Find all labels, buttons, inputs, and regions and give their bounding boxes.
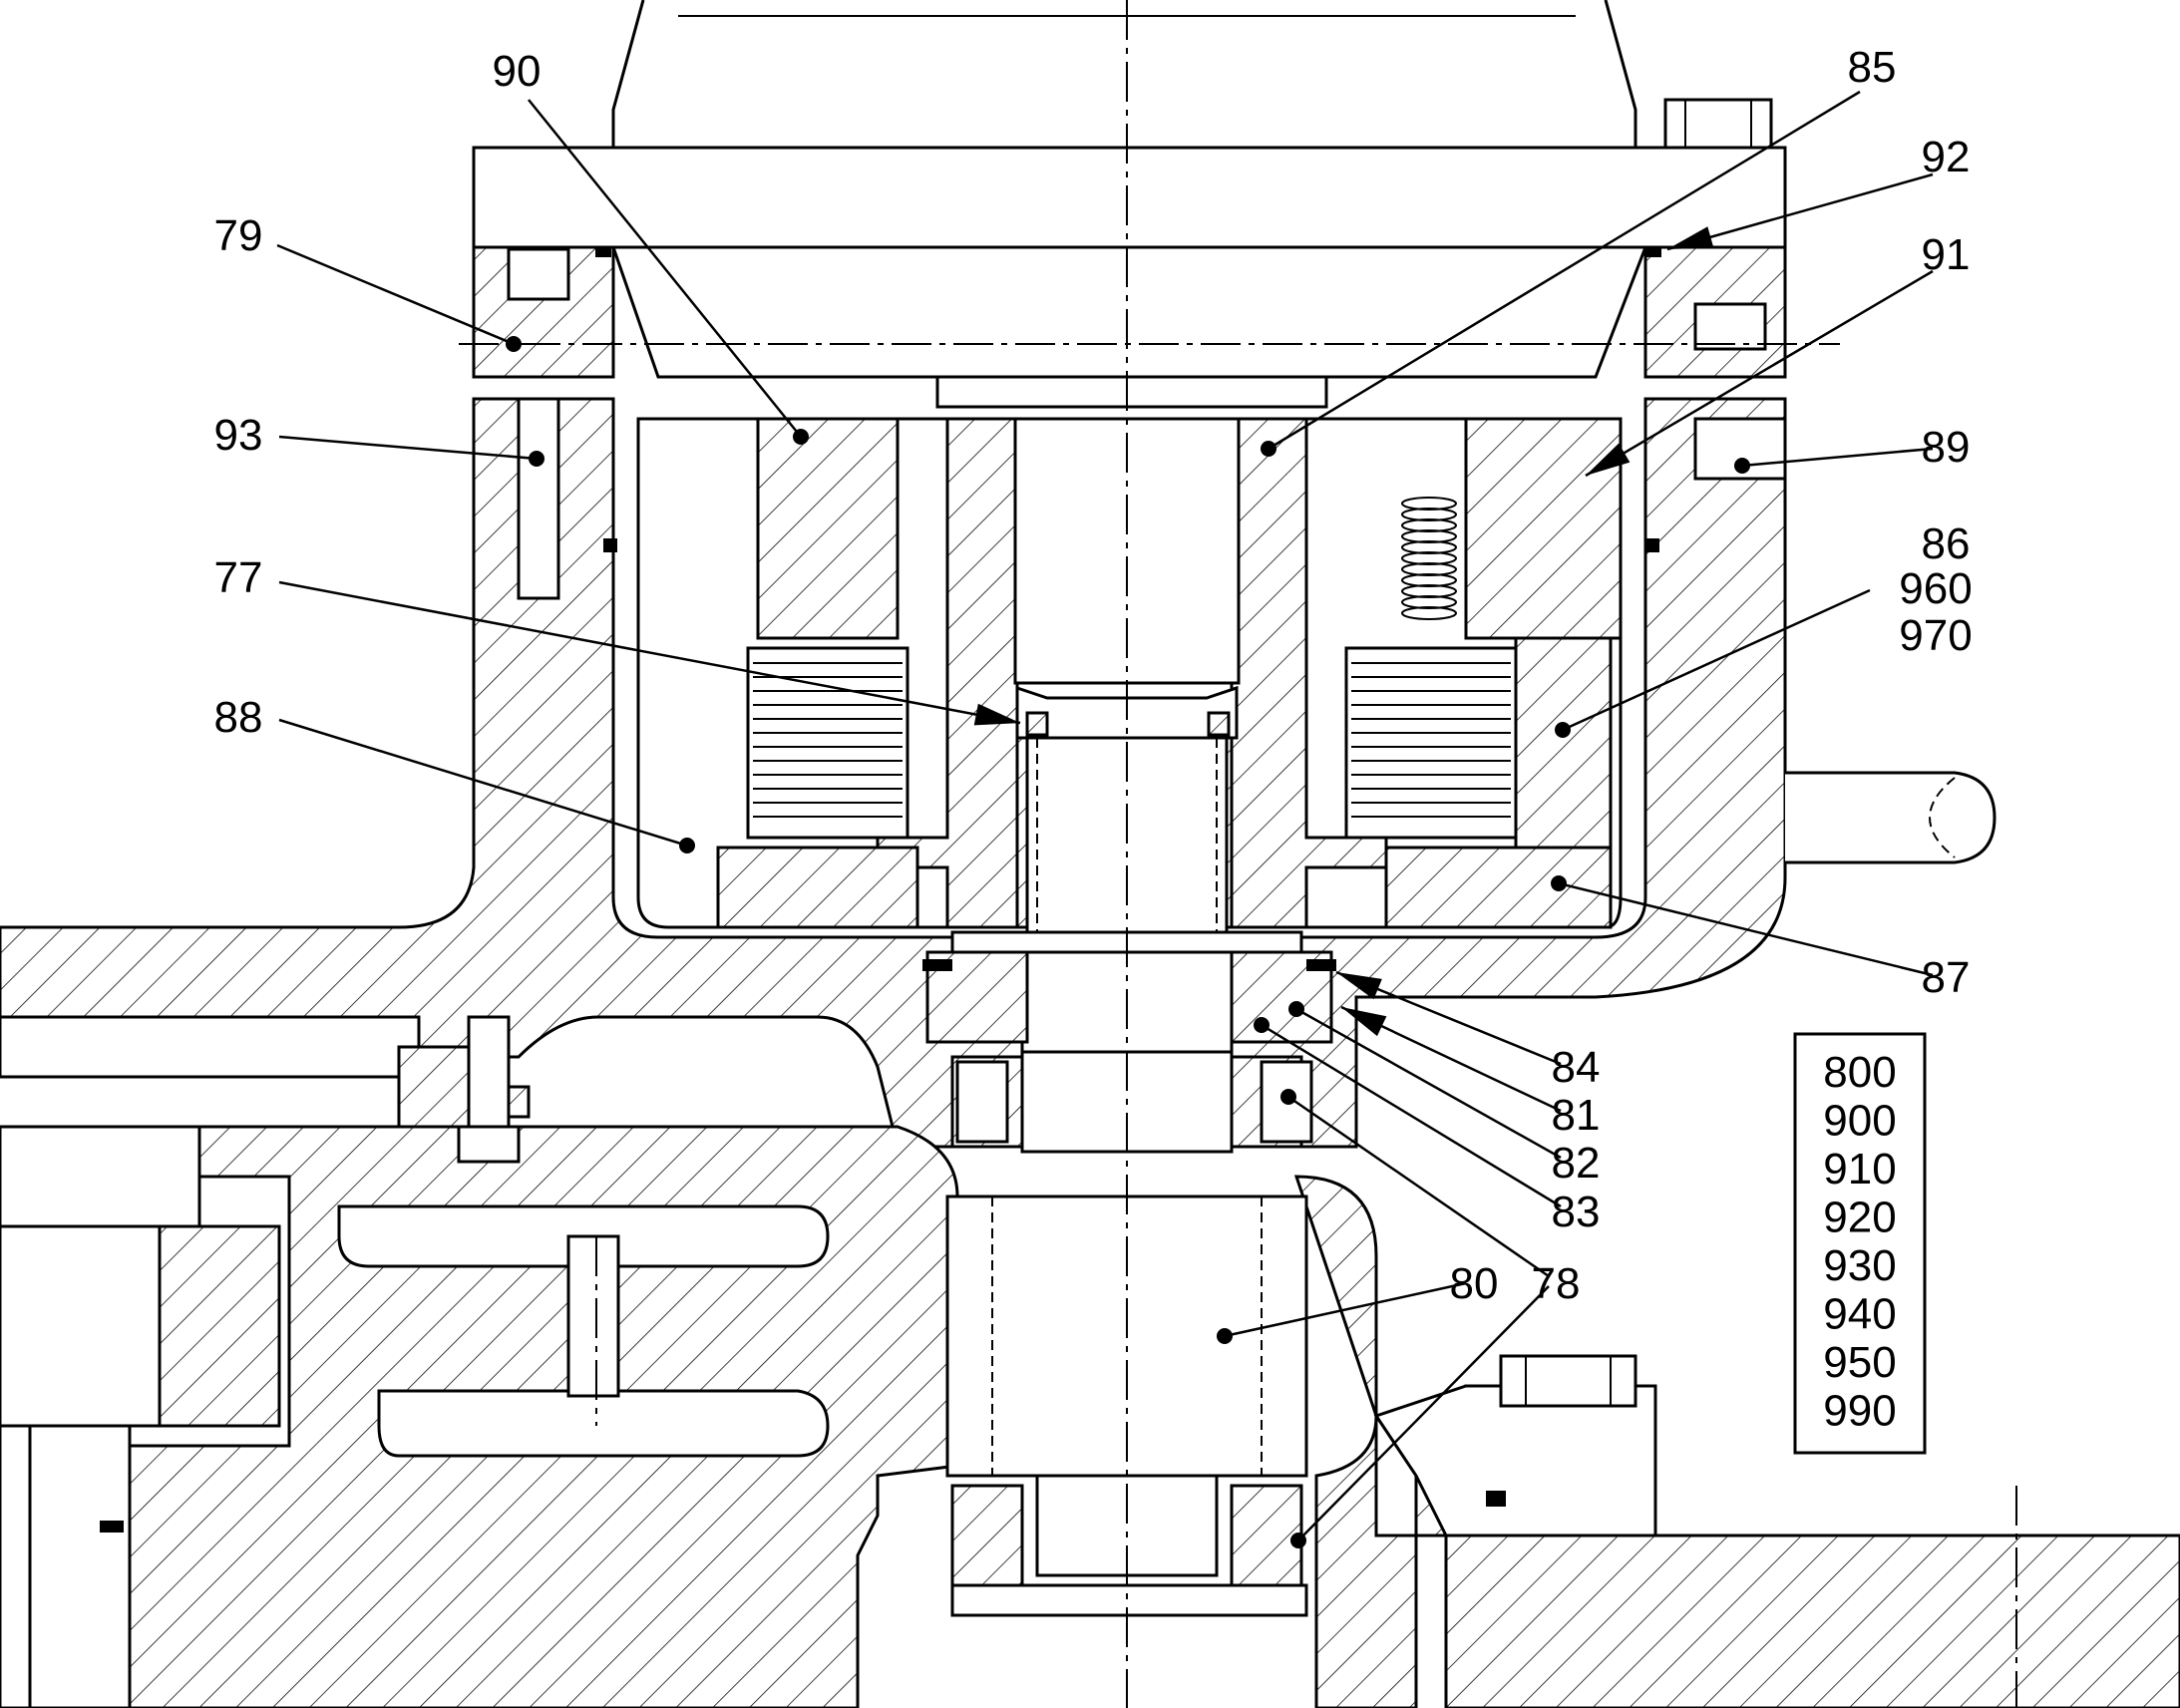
lower-gear-housing: [118, 1125, 2180, 1708]
piston-blocks: [688, 417, 1623, 929]
leader-dot-79: [506, 336, 522, 352]
leader-lines: [276, 90, 1934, 1548]
parts-box: [1793, 1032, 1927, 1455]
leader-80: [1224, 1281, 1467, 1338]
parts-box-item-800: 800: [1823, 1048, 1896, 1097]
leader-dot-87: [1551, 875, 1567, 891]
leader-arrow-84: [1336, 972, 1382, 1000]
parts-box-item-920: 920: [1823, 1194, 1896, 1242]
callout-85: 85: [1848, 43, 1897, 92]
leader-78-1: [1297, 1285, 1550, 1541]
leader-85: [1268, 90, 1861, 451]
leader-dot-83: [1254, 1017, 1270, 1033]
disc-lines-right: [1351, 662, 1511, 818]
leader-arrow-91: [1586, 443, 1631, 476]
callout-78: 78: [1532, 1259, 1581, 1308]
callout-91: 91: [1922, 230, 1971, 279]
parts-box-item-940: 940: [1823, 1290, 1896, 1339]
bearings-upper: [922, 950, 1336, 1149]
flange-housing: [472, 245, 1787, 409]
callout-92: 92: [1922, 133, 1971, 181]
callout-79: 79: [214, 211, 263, 260]
parts-box-item-900: 900: [1823, 1097, 1896, 1146]
spring: [1401, 497, 1457, 620]
callout-87: 87: [1922, 953, 1971, 1002]
leader-dot-89: [1734, 458, 1750, 474]
leader-87: [1558, 881, 1934, 977]
callout-86: 86: [1922, 519, 1971, 568]
leader-960: [1562, 588, 1871, 732]
spring-coil: [1401, 606, 1457, 620]
callout-83: 83: [1552, 1188, 1601, 1236]
callout-82: 82: [1552, 1139, 1601, 1188]
bolt-heads: [507, 247, 1787, 1507]
parts-box-item-950: 950: [1823, 1338, 1896, 1387]
leader-dot-78-0: [1280, 1089, 1296, 1105]
callout-88: 88: [214, 693, 263, 742]
leader-93: [278, 435, 538, 461]
leader-arrow-92: [1667, 226, 1714, 249]
leader-dot-93: [529, 451, 545, 467]
callout-90: 90: [493, 47, 542, 96]
leader-90: [528, 99, 802, 438]
hand-lever: [1785, 771, 1997, 864]
leader-82: [1295, 1007, 1562, 1160]
leader-89: [1741, 447, 1934, 468]
leader-83: [1261, 1023, 1562, 1208]
center-lines: [459, 0, 2017, 1708]
motor-housing-top: [472, 0, 1787, 249]
leader-78-0: [1287, 1095, 1550, 1278]
leader-arrow-77: [973, 703, 1020, 726]
leader-dot-90: [793, 429, 809, 445]
leader-arrow-81: [1341, 1007, 1387, 1037]
leader-91: [1585, 269, 1934, 478]
callout-93: 93: [214, 411, 263, 460]
leader-79: [276, 243, 515, 346]
parts-box-item-910: 910: [1823, 1145, 1896, 1194]
leader-92: [1666, 172, 1934, 251]
friction-discs: [746, 646, 1518, 840]
callout-84: 84: [1552, 1043, 1601, 1092]
leader-dot-78-1: [1290, 1533, 1306, 1548]
leader-dot-960: [1555, 722, 1571, 738]
leader-77: [278, 580, 1021, 725]
callout-81: 81: [1552, 1091, 1601, 1140]
parts-box-item-990: 990: [1823, 1387, 1896, 1436]
callout-970: 970: [1899, 611, 1972, 660]
leader-dot-88: [679, 838, 695, 854]
callout-960: 960: [1899, 564, 1972, 613]
leader-dot-82: [1288, 1001, 1304, 1017]
leader-dot-80: [1217, 1328, 1233, 1344]
leader-dot-85: [1261, 441, 1276, 457]
leader-88: [278, 718, 688, 848]
callout-77: 77: [214, 553, 263, 602]
left-bearing: [0, 1015, 531, 1708]
callout-89: 89: [1922, 423, 1971, 472]
callout-80: 80: [1450, 1259, 1499, 1308]
parts-box-item-930: 930: [1823, 1241, 1896, 1290]
